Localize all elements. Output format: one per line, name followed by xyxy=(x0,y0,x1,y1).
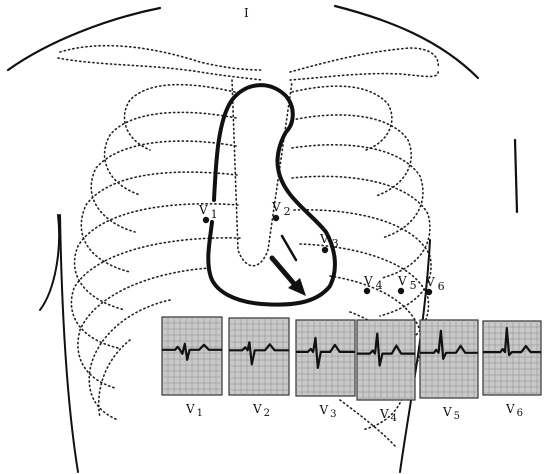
electrode-v5-dot xyxy=(398,288,404,294)
arrow-icon xyxy=(272,258,306,296)
ecg-strip-v3-grid xyxy=(296,320,355,396)
ecg-strip-v6-grid xyxy=(483,321,541,395)
clavicles xyxy=(58,46,438,80)
lead-v2-line xyxy=(282,236,296,260)
ecg-strip-v5-grid xyxy=(420,320,478,398)
electrode-v4-dot xyxy=(364,288,370,294)
heart-outline xyxy=(208,85,335,304)
electrode-v1-dot xyxy=(203,217,209,223)
electrode-v2-dot xyxy=(273,215,279,221)
electrode-v3-dot xyxy=(322,247,328,253)
top-mark: I xyxy=(244,6,249,20)
electrode-v6-dot xyxy=(426,289,432,295)
